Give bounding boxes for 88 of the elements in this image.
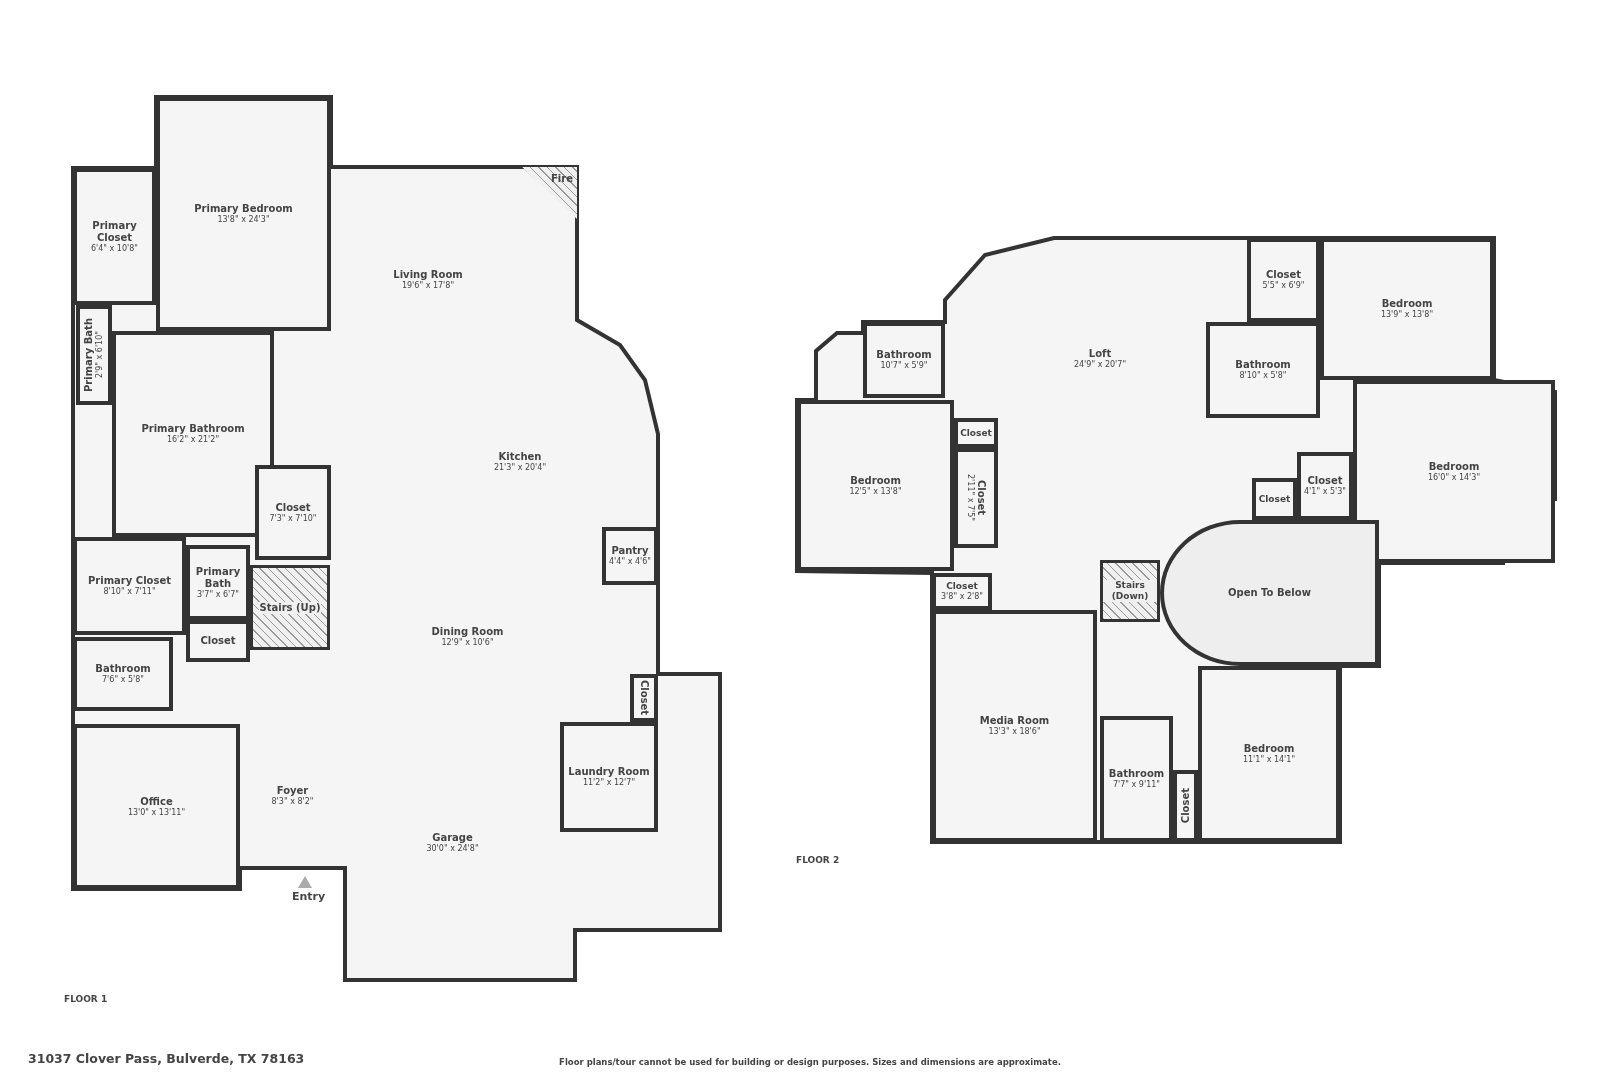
room-name: Primary Bath [194,565,242,590]
room-dimensions: 7'7" x 9'11" [1113,780,1160,790]
room-name: Primary Bathroom [141,423,245,436]
room-name: Office [140,795,173,808]
room-dimensions: 11'1" x 14'1" [1242,755,1296,765]
room-dimensions: 4'1" x 5'3" [1304,487,1346,497]
room-name: Closet [1258,493,1291,505]
room-name: Closet [1265,269,1302,281]
floor-label: FLOOR 1 [64,994,108,1004]
room [932,610,1097,842]
room-dimensions: 11'2" x 12'7" [582,778,636,788]
room-dimensions: 19'6" x 17'8" [401,281,455,291]
room [630,674,658,722]
room-name: Primary Closet [91,219,138,244]
room [1198,666,1340,842]
room-dimensions: 7'3" x 7'10" [269,513,317,524]
room-name: Bedroom [1243,743,1295,755]
room-name: Closet [200,635,236,647]
room [863,322,945,398]
room-dimensions: 2'11" x 7'5" [965,474,975,522]
staircase [1100,560,1160,622]
room [73,168,156,305]
staircase [250,565,330,650]
room-dimensions: 7'6" x 5'8" [102,675,144,685]
room-name: Foyer [276,785,309,798]
room-dimensions: 2'9" x 6'10" [95,331,105,379]
room-name: Pantry [611,545,649,558]
room-dimensions: 30'0" x 24'8" [426,843,479,854]
room-dimensions: 8'10" x 5'8" [1239,371,1287,381]
room-dimensions: 6'4" x 10'8" [91,243,138,254]
room [73,724,240,889]
address: 31037 Clover Pass, Bulverde, TX 78163 [28,1051,305,1066]
room-dimensions: 13'8" x 24'3" [217,215,270,225]
room [1100,716,1173,842]
room-dimensions: 10'7" x 5'9" [880,361,928,371]
room-name: Garage [432,831,473,844]
room-dimensions: 13'0" x 13'11" [127,807,186,818]
room-dimensions: 13'9" x 13'8" [1380,310,1434,320]
room-name: Loft [1088,347,1112,360]
room-name: Closet [275,501,311,514]
entry-label: Entry [292,890,326,903]
room-name: Bedroom [1381,298,1433,310]
disclaimer: Floor plans/tour cannot be used for building or design purposes. Sizes and dimensions are approximate. [559,1057,1061,1067]
room-name: Bathroom [95,663,151,675]
room [560,722,658,832]
room-name: Closet [638,680,650,716]
room-name: Closet [960,427,992,439]
room-dimensions: 12'9" x 10'6" [441,637,494,648]
room [73,637,173,711]
room [797,400,954,571]
room-name: Bathroom [1235,359,1291,371]
room [932,573,992,610]
room-name: Fire [551,173,573,185]
room-dimensions: 24'9" x 20'7" [1073,359,1127,370]
room-name: Bathroom [876,349,932,361]
room-name: Dining Room [431,625,504,638]
room-name: Primary Bath [83,317,95,393]
room-name: Bedroom [850,474,901,487]
room-name: Closet [1179,788,1192,824]
room [255,465,331,560]
room-name: Closet [946,581,978,592]
room-dimensions: 5'5" x 6'9" [1262,281,1305,291]
room-dimensions: 21'3" x 20'4" [493,463,547,473]
room-name: Bathroom [1108,768,1165,780]
room-name: Living Room [393,269,463,282]
room-name: Closet [975,480,987,516]
room-dimensions: 12'5" x 13'8" [849,486,902,497]
room-dimensions: 13'3" x 18'6" [988,727,1041,737]
room-dimensions: 4'4" x 4'6" [609,557,651,567]
room-name: Kitchen [498,451,542,463]
room-dimensions: 16'2" x 21'2" [166,435,220,445]
room-dimensions: 8'3" x 8'2" [271,797,314,807]
room [186,620,250,662]
room-name: Media Room [979,715,1050,727]
room-dimensions: 16'0" x 14'3" [1427,472,1481,483]
room-name: Stairs (Down) [1103,580,1157,602]
room-dimensions: 3'8" x 2'8" [941,592,983,602]
room-name: Primary Closet [88,575,171,588]
room [602,527,658,585]
room-dimensions: 8'10" x 7'11" [103,587,156,597]
room-name: Primary Bedroom [194,203,293,216]
room-name: Laundry Room [568,766,650,779]
floor-label: FLOOR 2 [796,855,840,865]
room-name: Stairs (Up) [258,601,322,614]
room-name: Closet [1307,475,1343,487]
room-dimensions: 3'7" x 6'7" [197,589,239,600]
room-name: Bedroom [1428,460,1480,473]
room-name: Open To Below [1228,587,1311,599]
